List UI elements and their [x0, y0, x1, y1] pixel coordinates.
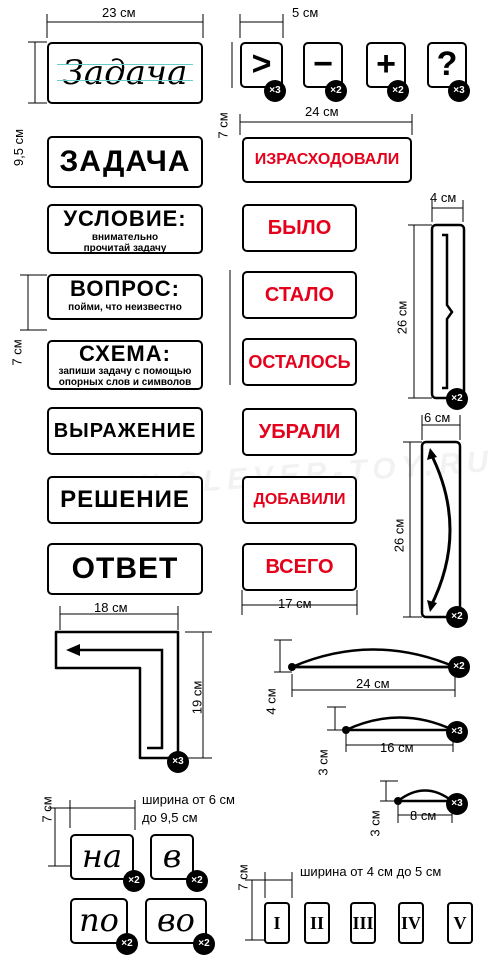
roman-2-card[interactable]: II	[304, 902, 330, 944]
roman-3-card[interactable]: III	[350, 902, 376, 944]
multiplier-badge: ×3	[446, 721, 468, 743]
multiplier-badge: ×2	[123, 870, 145, 892]
multiplier-badge: ×2	[193, 933, 215, 955]
multiplier-badge: ×2	[446, 606, 468, 628]
dim-label: 23 см	[102, 5, 136, 20]
multiplier-badge: ×3	[446, 793, 468, 815]
dim-label: 19 см	[189, 680, 205, 715]
card-vopros[interactable]: ВОПРОС: пойми, что неизвестно	[47, 274, 203, 320]
multiplier-badge: ×3	[264, 80, 286, 102]
curly-brace-icon	[442, 233, 454, 390]
width-note-line1: ширина от 6 см	[142, 792, 235, 807]
card-ubrali[interactable]: УБРАЛИ	[242, 408, 357, 456]
multiplier-badge: ×2	[387, 80, 409, 102]
arc-24-shape	[291, 648, 456, 669]
roman-4-card[interactable]: IV	[398, 902, 424, 944]
card-shema-sub: запиши задачу с помощью опорных слов и с…	[58, 366, 192, 388]
card-vsego[interactable]: ВСЕГО	[242, 543, 357, 591]
dim-label: 4 см	[430, 190, 457, 205]
dim-label: 6 см	[424, 410, 451, 425]
dim-label: 7 см	[215, 112, 231, 139]
syllable-v-card[interactable]: в	[150, 834, 194, 880]
card-dobavili[interactable]: ДОБАВИЛИ	[242, 476, 357, 524]
dim-label: 7 см	[235, 864, 251, 891]
multiplier-badge: ×2	[186, 870, 208, 892]
dim-label: 17 см	[278, 596, 312, 611]
card-ostalos[interactable]: ОСТАЛОСЬ	[242, 338, 357, 386]
dim-label: 7 см	[39, 796, 55, 823]
card-otvet[interactable]: ОТВЕТ	[47, 543, 203, 595]
card-uslovie-title: УСЛОВИЕ:	[63, 206, 187, 231]
multiplier-badge: ×2	[116, 933, 138, 955]
roman-1-card[interactable]: I	[264, 902, 290, 944]
multiplier-badge: ×2	[325, 80, 347, 102]
multiplier-badge: ×2	[448, 656, 470, 678]
dim-label: 4 см	[263, 688, 279, 715]
card-vopros-title: ВОПРОС:	[70, 276, 180, 301]
arc-8-shape	[394, 789, 456, 803]
card-vopros-sub: пойми, что неизвестно	[68, 302, 182, 313]
dim-label: 9,5 см	[11, 128, 27, 167]
card-zadacha[interactable]: ЗАДАЧА	[47, 136, 203, 188]
multiplier-badge: ×2	[446, 388, 468, 410]
card-zadacha-script-text: Задача	[62, 53, 188, 93]
dim-label: 26 см	[394, 300, 410, 335]
card-uslovie[interactable]: УСЛОВИЕ: внимательно прочитай задачу	[47, 204, 203, 254]
dim-label: 24 см	[356, 676, 390, 691]
dim-label: 5 см	[292, 5, 319, 20]
dim-label: 7 см	[9, 339, 25, 366]
roman-5-card[interactable]: V	[447, 902, 473, 944]
arc-16-shape	[345, 716, 454, 732]
multiplier-badge: ×3	[448, 80, 470, 102]
sign-minus-card[interactable]: −	[303, 42, 343, 88]
corner-arrow-card	[54, 630, 180, 760]
card-stalo[interactable]: СТАЛО	[242, 271, 357, 319]
sign-question-card[interactable]: ?	[427, 42, 467, 88]
card-bylo[interactable]: БЫЛО	[242, 204, 357, 252]
double-arrow-arc-icon	[428, 451, 452, 609]
card-uslovie-sub: внимательно прочитай задачу	[83, 232, 167, 254]
card-reshenie[interactable]: РЕШЕНИЕ	[47, 476, 203, 524]
dim-label: 3 см	[367, 810, 383, 837]
arc-card	[420, 440, 462, 619]
dim-label: 26 см	[391, 518, 407, 553]
card-izrashodovali[interactable]: ИЗРАСХОДОВАЛИ	[242, 137, 412, 183]
syllable-na-card[interactable]: на	[70, 834, 134, 880]
dim-label: 18 см	[94, 600, 128, 615]
dim-label: 8 см	[410, 808, 437, 823]
dim-label: 24 см	[305, 104, 339, 119]
card-shema-title: СХЕМА:	[79, 341, 171, 366]
width-note-line2: до 9,5 см	[142, 810, 198, 825]
dim-label: 3 см	[315, 749, 331, 776]
card-vyrazhenie[interactable]: ВЫРАЖЕНИЕ	[47, 407, 203, 455]
corner-arrow-icon	[75, 648, 164, 750]
multiplier-badge: ×3	[167, 751, 189, 773]
syllable-vo-card[interactable]: во	[145, 898, 207, 944]
card-zadacha-script[interactable]: Задача	[47, 42, 203, 104]
dim-label: 16 см	[380, 740, 414, 755]
width-note-roman: ширина от 4 см до 5 см	[300, 864, 442, 879]
card-shema[interactable]: СХЕМА: запиши задачу с помощью опорных с…	[47, 340, 203, 390]
